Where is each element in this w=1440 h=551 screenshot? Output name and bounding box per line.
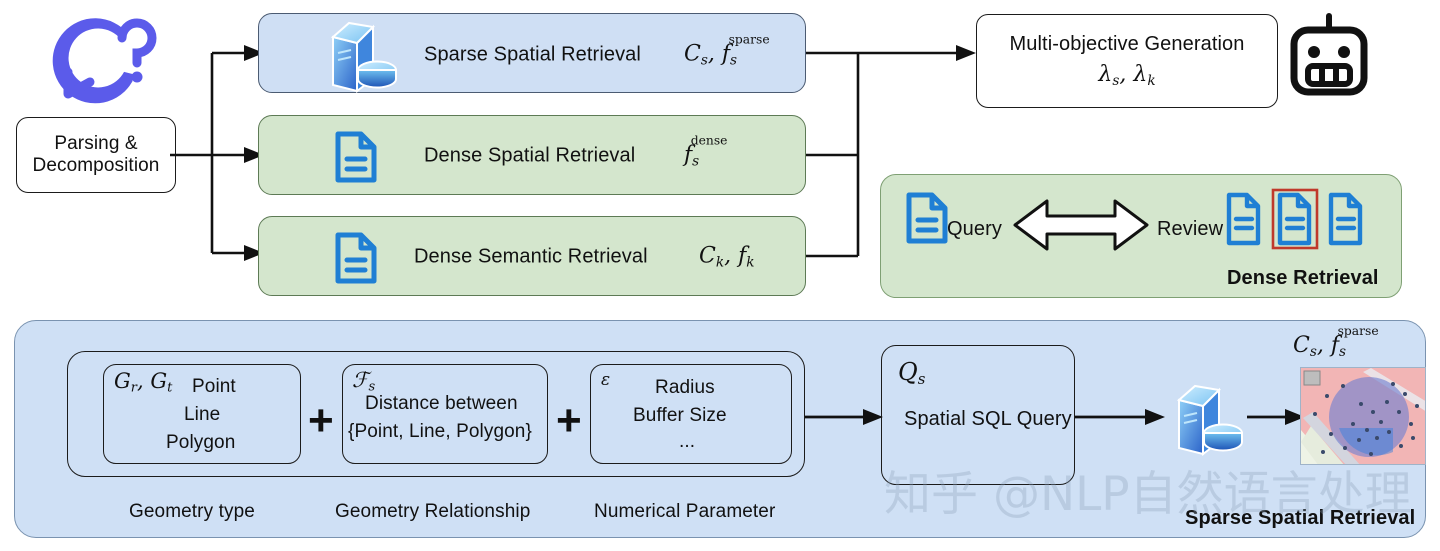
document-icon [905,192,949,244]
geometry-type-caption: Geometry type [129,501,255,522]
numerical-parameter-line-0: Radius [655,377,715,398]
dense-retrieval-panel: Query Review [880,174,1402,298]
geometry-relationship-symbol: ℱs [352,368,376,395]
geometry-type-symbol: Gr, Gt [114,369,173,396]
robot-icon [1288,13,1370,104]
geometry-relationship-caption: Geometry Relationship [335,501,531,522]
merge-connectors [806,20,986,300]
numerical-parameter-line-2: ... [679,431,696,452]
node-dense-semantic-retrieval: Dense Semantic Retrieval Ck, fk [258,216,806,296]
node-multi-objective-generation: Multi-objective Generation λs, λk [976,14,1278,108]
sparse-spatial-retrieval-panel: Gr, Gt Point Line Polygon Geometry type … [14,320,1426,538]
sparse-panel-caption: Sparse Spatial Retrieval [1185,507,1416,529]
arrow-to-database [1075,407,1167,427]
parsing-line-2: Decomposition [32,155,160,176]
geometry-type-box: Gr, Gt Point Line Polygon [103,364,301,464]
review-label: Review [1157,218,1224,240]
numerical-parameter-caption: Numerical Parameter [594,501,776,522]
geometry-relationship-line-0: Distance between [365,393,518,414]
arrow-to-sql-query [805,407,885,427]
document-icon [334,232,378,284]
sparse-spatial-label: Sparse Spatial Retrieval [424,43,641,66]
geometry-relationship-box: ℱs Distance between {Point, Line, Polygo… [342,364,548,464]
generation-label: Multi-objective Generation [1009,33,1245,56]
retrieved-documents-group [1225,188,1375,250]
geometry-relationship-line-1: {Point, Line, Polygon} [348,421,532,442]
geometry-type-line-0: Point [192,376,236,397]
dense-spatial-label: Dense Spatial Retrieval [424,144,636,167]
document-icon [334,131,378,183]
plus-symbol-2: + [556,396,582,445]
arrow-to-map-result [1247,407,1307,427]
numerical-parameter-line-1: Buffer Size [633,405,727,426]
query-label: Query [947,218,1002,240]
spatial-sql-symbol: Qs [898,358,926,389]
geometry-type-line-2: Polygon [166,432,236,453]
numerical-parameter-box: ε Radius Buffer Size ... [590,364,792,464]
dense-retrieval-caption: Dense Retrieval [1227,267,1379,289]
spatial-sql-label: Spatial SQL Query [904,408,1072,430]
speech-bubble-question-icon [44,8,157,108]
plus-symbol-1: + [308,396,334,445]
spatial-sql-query-box: Qs Spatial SQL Query [881,345,1075,485]
parameter-group-outline [67,351,805,477]
double-headed-arrow-icon [1013,197,1149,253]
database-server-icon [321,21,397,93]
node-parsing-decomposition: Parsing & Decomposition [16,117,176,193]
database-server-icon [1167,383,1243,456]
geometry-type-line-1: Line [184,404,221,425]
map-result-thumbnail [1300,367,1426,465]
dense-semantic-label: Dense Semantic Retrieval [414,245,648,268]
parsing-line-1: Parsing & [54,133,138,154]
numerical-parameter-symbol: ε [601,370,611,390]
generation-math: λs, λk [1098,62,1156,89]
fanout-connectors [170,20,280,300]
dense-semantic-math: Ck, fk [699,243,755,271]
